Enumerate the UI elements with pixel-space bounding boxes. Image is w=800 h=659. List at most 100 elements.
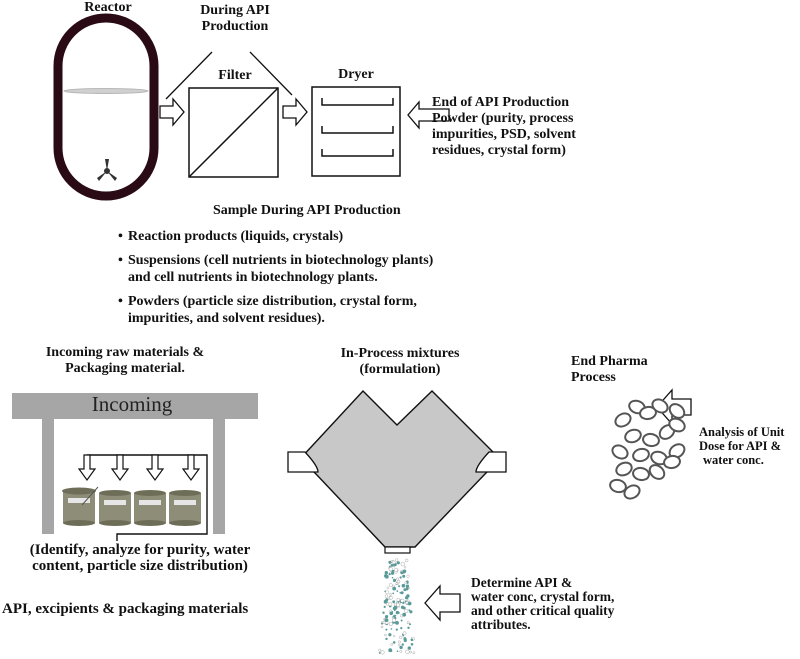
powder-particle xyxy=(384,618,389,622)
powder-particle xyxy=(384,594,389,598)
drum-icon xyxy=(99,490,131,526)
incoming-shelf xyxy=(12,393,258,534)
powder-particle xyxy=(400,561,406,567)
powder-particle xyxy=(395,558,399,562)
powder-particle xyxy=(401,583,406,588)
connector-line xyxy=(165,51,213,100)
powder-particle xyxy=(408,609,411,612)
powder-particle xyxy=(409,623,411,626)
powder-particle xyxy=(389,565,391,568)
tablet-icon xyxy=(611,444,629,460)
blender-trunnion-right xyxy=(475,451,507,473)
powder-particle xyxy=(405,649,410,654)
list-item: Powders (particle size distribution, cry… xyxy=(118,293,448,327)
powder-particle xyxy=(389,596,393,600)
powder-particle xyxy=(403,637,407,641)
powder-particle xyxy=(401,643,404,646)
tablet-icon xyxy=(624,428,642,444)
unit-dose-label: Analysis of Unit Dose for API & water co… xyxy=(699,425,785,467)
powder-particle xyxy=(404,558,409,563)
powder-particle xyxy=(385,590,389,595)
during-api-label: During API Production xyxy=(200,3,270,34)
arrow-right-icon xyxy=(159,97,185,127)
powder-particle xyxy=(396,597,401,602)
powder-particle xyxy=(397,640,401,644)
powder-particle xyxy=(396,602,400,607)
tablet-icon xyxy=(651,398,669,414)
powder-particle xyxy=(392,560,396,565)
powder-particle xyxy=(399,576,402,579)
powder-particle xyxy=(392,592,395,595)
powder-particle xyxy=(388,602,393,607)
powder-particle xyxy=(396,590,399,592)
powder-particle xyxy=(388,573,391,576)
powder-particle xyxy=(394,567,398,572)
tablet-icon xyxy=(668,417,686,433)
powder-particle xyxy=(402,606,406,610)
powder-particle xyxy=(406,574,410,578)
powder-particle xyxy=(396,561,400,565)
powder-particle xyxy=(406,621,410,624)
tablet-icon xyxy=(609,478,627,494)
powder-particle xyxy=(390,564,394,567)
powder-particle xyxy=(409,650,413,654)
filter-label: Filter xyxy=(218,68,252,83)
powder-particle xyxy=(402,569,407,574)
powder-particle xyxy=(378,652,381,654)
powder-particle xyxy=(403,588,407,592)
powder-particle xyxy=(402,612,407,617)
powder-particle xyxy=(386,586,389,589)
blender-outlet xyxy=(384,546,411,554)
powder-particle xyxy=(384,574,388,578)
powder-particle xyxy=(392,641,396,644)
powder-particle xyxy=(407,626,410,629)
liquid-level xyxy=(63,88,149,94)
drums xyxy=(62,486,201,526)
powder-particle xyxy=(395,582,398,585)
drum-icon xyxy=(169,490,201,526)
powder-particle xyxy=(400,619,403,622)
powder-particle xyxy=(406,599,410,603)
powder-particle xyxy=(397,601,400,603)
powder-particle xyxy=(399,635,403,640)
arrow-down-icon xyxy=(110,454,130,482)
blender-trunnion-left xyxy=(287,451,319,473)
powder-particle xyxy=(382,611,385,614)
powder-particle xyxy=(391,576,394,579)
powder-particle xyxy=(408,586,411,590)
arrow-down-icon xyxy=(181,454,201,482)
drum-icon xyxy=(62,486,99,526)
filter-box xyxy=(188,87,279,178)
reactor-vessel xyxy=(53,13,159,201)
dryer-box xyxy=(311,86,401,177)
powder-particle xyxy=(390,643,394,646)
powder-particle xyxy=(392,600,396,604)
powder-particle xyxy=(384,633,387,637)
tablet-icon xyxy=(615,461,633,477)
tablet-icon xyxy=(623,484,641,500)
powder-particle xyxy=(378,648,382,652)
tablet-icon xyxy=(632,447,650,463)
arrow-down-icon xyxy=(145,454,165,482)
powder-particle xyxy=(381,622,383,625)
in-process-label: In-Process mixtures (formulation) xyxy=(340,346,460,377)
powder-particle xyxy=(400,627,403,630)
incoming-sign: Incoming xyxy=(91,392,173,416)
powder-particle xyxy=(404,608,409,614)
powder-particle xyxy=(384,571,388,575)
incoming-raw-label: Incoming raw materials & Packaging mater… xyxy=(45,345,205,376)
tablet-icon xyxy=(663,454,681,470)
v-blender xyxy=(287,389,507,554)
powder-particle xyxy=(403,566,407,569)
powder-particle xyxy=(380,625,384,629)
drum-icon xyxy=(134,490,166,526)
powder-particle xyxy=(405,601,409,605)
powder-particle xyxy=(412,651,416,655)
powder-particle xyxy=(395,621,399,625)
powder-particle xyxy=(385,598,389,602)
list-item: Suspensions (cell nutrients in biotechno… xyxy=(118,252,448,286)
powder-particle xyxy=(402,574,406,578)
powder-particle xyxy=(396,579,401,584)
powder-particle xyxy=(406,580,409,583)
